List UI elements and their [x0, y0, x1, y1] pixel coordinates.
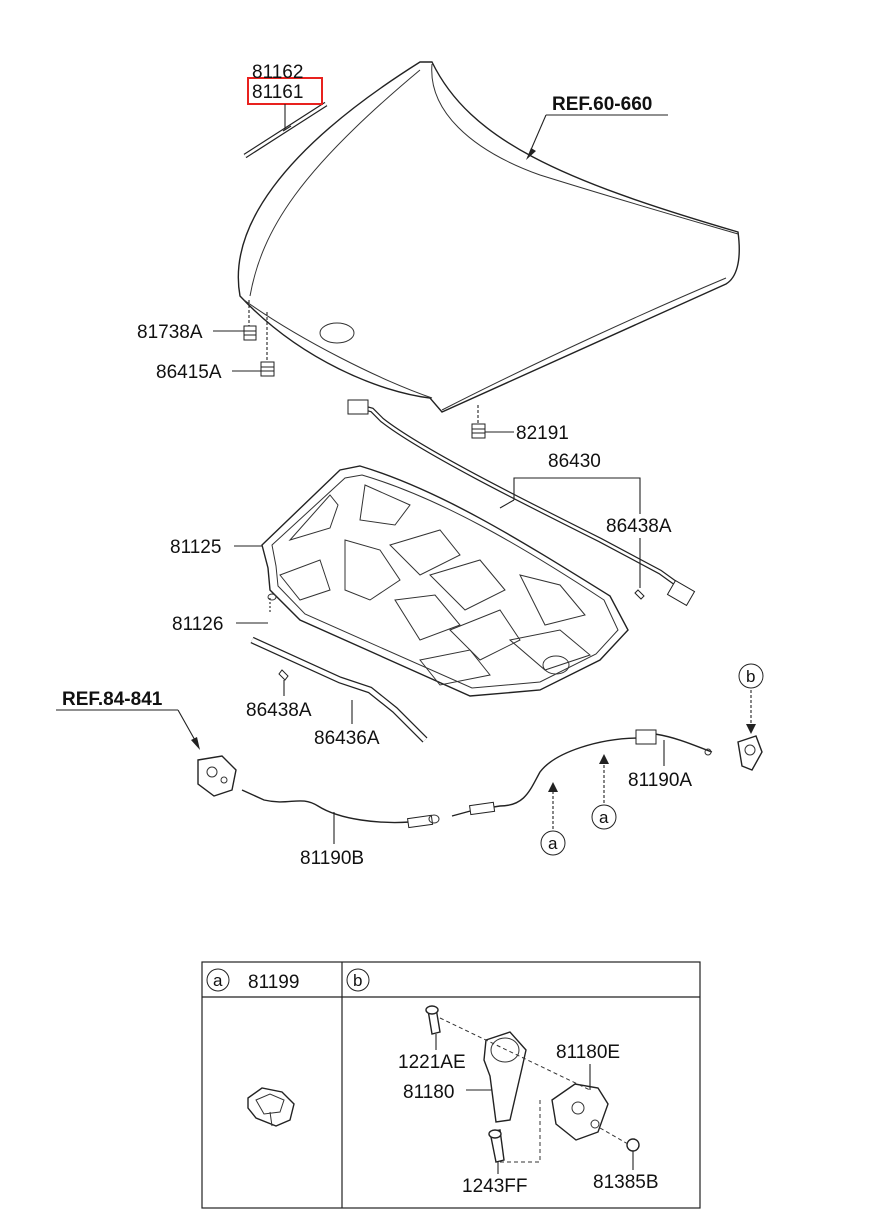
label-86438A-bottom: 86438A [246, 700, 312, 721]
label-86438A-top: 86438A [606, 516, 672, 537]
release-handle-assembly [737, 735, 763, 771]
clip-81199-drawing [247, 1087, 295, 1127]
svg-text:a: a [548, 834, 558, 853]
table-label-1221AE: 1221AE [398, 1052, 466, 1073]
weatherstrip-86436A [250, 636, 428, 743]
callout-b-top: b [738, 663, 764, 734]
label-81738A: 81738A [137, 322, 203, 343]
table-label-81180E: 81180E [556, 1042, 620, 1063]
svg-text:a: a [599, 808, 609, 827]
release-cable-81190A [451, 729, 713, 817]
table-marker-a [206, 968, 230, 992]
label-86415A: 86415A [156, 362, 222, 383]
table-part-81199: 81199 [248, 972, 299, 993]
detail-table: a 81199 b 1221AE 8118 [201, 961, 701, 1209]
hood-panel [237, 61, 740, 413]
table-label-1243FF: 1243FF [462, 1176, 527, 1197]
bumper-82191 [471, 423, 486, 439]
label-81190A: 81190A [628, 770, 692, 791]
table-label-81180: 81180 [403, 1082, 454, 1103]
ref-84-841: REF.84-841 [62, 689, 163, 710]
label-81190B: 81190B [300, 848, 364, 869]
callout-a-right: a [591, 754, 617, 830]
hood-latch [197, 755, 237, 797]
table-marker-b [346, 968, 370, 992]
release-cable-81190B [241, 789, 440, 829]
table-marker-b-text: b [353, 971, 362, 990]
label-86436A: 86436A [314, 728, 380, 749]
callout-a-left: a [540, 782, 566, 856]
release-handle-detail [425, 1005, 640, 1163]
label-81162: 81162 [252, 62, 303, 83]
bumper-86415A [260, 361, 275, 377]
svg-text:b: b [746, 667, 755, 686]
table-label-81385B: 81385B [593, 1172, 659, 1193]
bumper-81738A [243, 325, 257, 341]
label-81161: 81161 [252, 82, 303, 103]
washer-hose [347, 399, 696, 607]
table-marker-a-text: a [213, 971, 223, 990]
label-81126: 81126 [172, 614, 223, 635]
ref-60-660: REF.60-660 [552, 94, 652, 115]
label-81125: 81125 [170, 537, 221, 558]
label-82191: 82191 [516, 423, 569, 444]
hood-insulator-pad [261, 465, 629, 697]
label-86430: 86430 [548, 451, 601, 472]
